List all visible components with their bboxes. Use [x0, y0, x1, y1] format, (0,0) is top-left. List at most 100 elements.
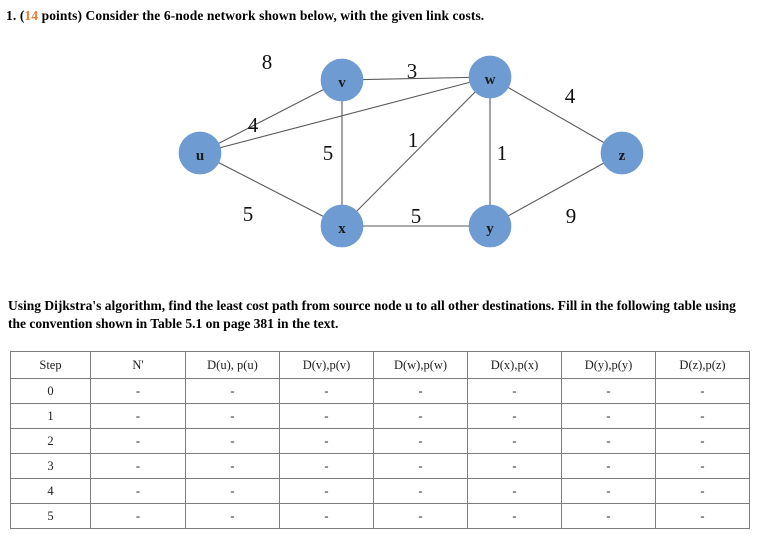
points-label: points) [38, 8, 83, 23]
question-heading: 1. (14 points) Consider the 6-node netwo… [6, 8, 484, 24]
cell-du[interactable]: - [185, 478, 280, 504]
node-v [320, 58, 364, 102]
table-row: 4 - - - - - - - [10, 478, 750, 504]
cell-nprime[interactable]: - [90, 403, 186, 429]
node-u [178, 131, 222, 175]
cell-du[interactable]: - [185, 503, 280, 529]
edge-cost-x-y: 5 [411, 204, 422, 228]
table-row: 3 - - - - - - - [10, 453, 750, 479]
column-header-dz: D(z),p(z) [655, 351, 750, 379]
cell-du[interactable]: - [185, 428, 280, 454]
edge-lines [199, 76, 623, 227]
cell-dx[interactable]: - [467, 378, 562, 404]
cell-nprime[interactable]: - [90, 478, 186, 504]
cell-dx[interactable]: - [467, 503, 562, 529]
cell-step[interactable]: 5 [10, 503, 91, 529]
cell-dy[interactable]: - [561, 403, 656, 429]
cell-du[interactable]: - [185, 403, 280, 429]
cell-step[interactable]: 4 [10, 478, 91, 504]
cell-nprime[interactable]: - [90, 378, 186, 404]
edge-cost-w-y: 1 [497, 141, 508, 165]
edge-u-w [199, 76, 491, 154]
cell-step[interactable]: 0 [10, 378, 91, 404]
edge-u-v [199, 79, 343, 154]
edge-cost-labels: 8 4 5 3 5 1 5 1 4 9 [243, 50, 577, 228]
cell-dv[interactable]: - [279, 453, 374, 479]
edge-cost-u-w: 4 [248, 113, 259, 137]
table-header-row: Step N' D(u), p(u) D(v),p(v) D(w),p(w) D… [10, 351, 750, 379]
edge-cost-v-x: 5 [323, 141, 334, 165]
cell-step[interactable]: 2 [10, 428, 91, 454]
cell-dv[interactable]: - [279, 428, 374, 454]
dijkstra-table: Step N' D(u), p(u) D(v),p(v) D(w),p(w) D… [10, 351, 750, 529]
cell-step[interactable]: 3 [10, 453, 91, 479]
dijkstra-table-container: Step N' D(u), p(u) D(v),p(v) D(w),p(w) D… [10, 351, 750, 529]
cell-dy[interactable]: - [561, 428, 656, 454]
cell-dy[interactable]: - [561, 453, 656, 479]
column-header-dx: D(x),p(x) [467, 351, 562, 379]
cell-dw[interactable]: - [373, 453, 468, 479]
table-row: 1 - - - - - - - [10, 403, 750, 429]
node-label-v: v [338, 75, 346, 91]
node-w [468, 55, 512, 99]
cell-dy[interactable]: - [561, 503, 656, 529]
cell-dw[interactable]: - [373, 503, 468, 529]
cell-step[interactable]: 1 [10, 403, 91, 429]
cell-dz[interactable]: - [655, 428, 750, 454]
edge-v-w [341, 76, 491, 81]
instructions-paragraph: Using Dijkstra's algorithm, find the lea… [8, 297, 756, 333]
points-value: 14 [24, 8, 39, 23]
node-label-x: x [338, 221, 346, 237]
cell-nprime[interactable]: - [90, 453, 186, 479]
cell-dx[interactable]: - [467, 453, 562, 479]
cell-dz[interactable]: - [655, 403, 750, 429]
edge-cost-w-z: 4 [565, 84, 576, 108]
cell-dv[interactable]: - [279, 378, 374, 404]
cell-dv[interactable]: - [279, 503, 374, 529]
cell-dw[interactable]: - [373, 378, 468, 404]
table-row: 0 - - - - - - - [10, 378, 750, 404]
node-y [468, 204, 512, 248]
edge-w-z [489, 76, 623, 154]
cell-du[interactable]: - [185, 378, 280, 404]
node-label-y: y [486, 221, 494, 237]
column-header-dv: D(v),p(v) [279, 351, 374, 379]
cell-dw[interactable]: - [373, 478, 468, 504]
edge-y-z [489, 152, 623, 227]
cell-dv[interactable]: - [279, 403, 374, 429]
cell-dz[interactable]: - [655, 503, 750, 529]
edge-cost-u-x: 5 [243, 202, 254, 226]
cell-nprime[interactable]: - [90, 428, 186, 454]
network-diagram: 8 4 5 3 5 1 5 1 4 9 u v w z x y [150, 48, 670, 253]
column-header-step: Step [10, 351, 91, 379]
node-label-u: u [196, 148, 204, 164]
question-text: Consider the 6-node network shown below,… [82, 8, 485, 23]
node-label-w: w [485, 72, 496, 88]
column-header-du: D(u), p(u) [185, 351, 280, 379]
table-row: 2 - - - - - - - [10, 428, 750, 454]
edge-u-x [199, 152, 343, 227]
column-header-dy: D(y),p(y) [561, 351, 656, 379]
instructions-line-2: table using the convention shown in Tabl… [8, 298, 736, 331]
cell-dz[interactable]: - [655, 453, 750, 479]
cell-dz[interactable]: - [655, 478, 750, 504]
cell-dw[interactable]: - [373, 428, 468, 454]
cell-dx[interactable]: - [467, 403, 562, 429]
cell-du[interactable]: - [185, 453, 280, 479]
cell-dy[interactable]: - [561, 478, 656, 504]
cell-dv[interactable]: - [279, 478, 374, 504]
edge-cost-v-w: 3 [407, 59, 418, 83]
cell-dx[interactable]: - [467, 428, 562, 454]
edge-cost-u-v: 8 [262, 50, 273, 74]
node-z [600, 131, 644, 175]
edge-cost-y-z: 9 [566, 204, 577, 228]
cell-dx[interactable]: - [467, 478, 562, 504]
cell-dw[interactable]: - [373, 403, 468, 429]
column-header-dw: D(w),p(w) [373, 351, 468, 379]
cell-dz[interactable]: - [655, 378, 750, 404]
instructions-line-1: Using Dijkstra's algorithm, find the lea… [8, 298, 670, 313]
question-number: 1. [6, 8, 17, 23]
cell-nprime[interactable]: - [90, 503, 186, 529]
cell-dy[interactable]: - [561, 378, 656, 404]
node-label-z: z [619, 148, 626, 164]
